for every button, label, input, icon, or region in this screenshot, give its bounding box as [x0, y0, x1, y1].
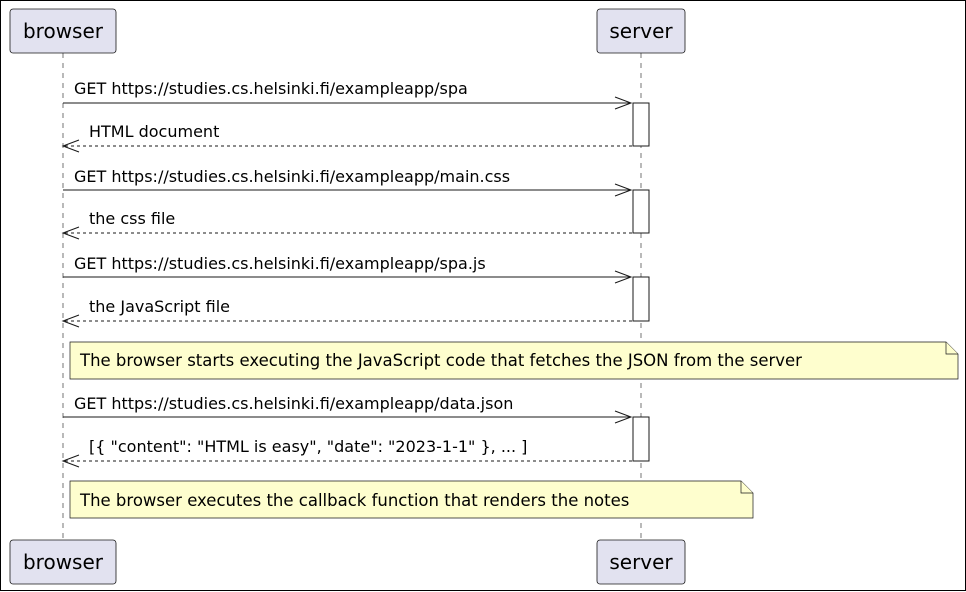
participant-server-label: server — [609, 550, 673, 574]
message-label: GET https://studies.cs.helsinki.fi/examp… — [74, 254, 486, 273]
message-label: the css file — [89, 209, 175, 228]
note-js-execution: The browser starts executing the JavaScr… — [69, 341, 959, 380]
message-label: GET https://studies.cs.helsinki.fi/examp… — [74, 394, 513, 413]
message-label: GET https://studies.cs.helsinki.fi/examp… — [74, 79, 468, 98]
message-request-spa: GET https://studies.cs.helsinki.fi/examp… — [63, 79, 633, 110]
participant-server-bottom[interactable]: server — [596, 539, 686, 585]
message-response-html: HTML document — [61, 122, 633, 153]
message-response-css: the css file — [61, 209, 633, 240]
participant-browser-label: browser — [23, 19, 104, 43]
message-label: [{ "content": "HTML is easy", "date": "2… — [89, 437, 527, 456]
server-activation-3 — [632, 276, 650, 322]
participant-browser-bottom[interactable]: browser — [9, 539, 117, 585]
participant-browser-top[interactable]: browser — [9, 8, 117, 54]
message-label: the JavaScript file — [89, 297, 230, 316]
message-response-js: the JavaScript file — [61, 297, 633, 328]
server-activation-1 — [632, 102, 650, 147]
participant-browser-label: browser — [23, 550, 104, 574]
server-activation-2 — [632, 189, 650, 234]
server-activation-4 — [632, 416, 650, 462]
note-text: The browser executes the callback functi… — [79, 491, 629, 510]
participant-server-label: server — [609, 19, 673, 43]
participant-server-top[interactable]: server — [596, 8, 686, 54]
message-label: GET https://studies.cs.helsinki.fi/examp… — [74, 167, 510, 186]
note-text: The browser starts executing the JavaScr… — [79, 351, 802, 370]
message-request-json: GET https://studies.cs.helsinki.fi/examp… — [63, 394, 633, 424]
message-label: HTML document — [89, 122, 219, 141]
note-callback: The browser executes the callback functi… — [69, 480, 754, 519]
message-request-css: GET https://studies.cs.helsinki.fi/examp… — [63, 167, 633, 197]
message-request-js: GET https://studies.cs.helsinki.fi/examp… — [63, 254, 633, 284]
message-response-json: [{ "content": "HTML is easy", "date": "2… — [61, 437, 633, 468]
